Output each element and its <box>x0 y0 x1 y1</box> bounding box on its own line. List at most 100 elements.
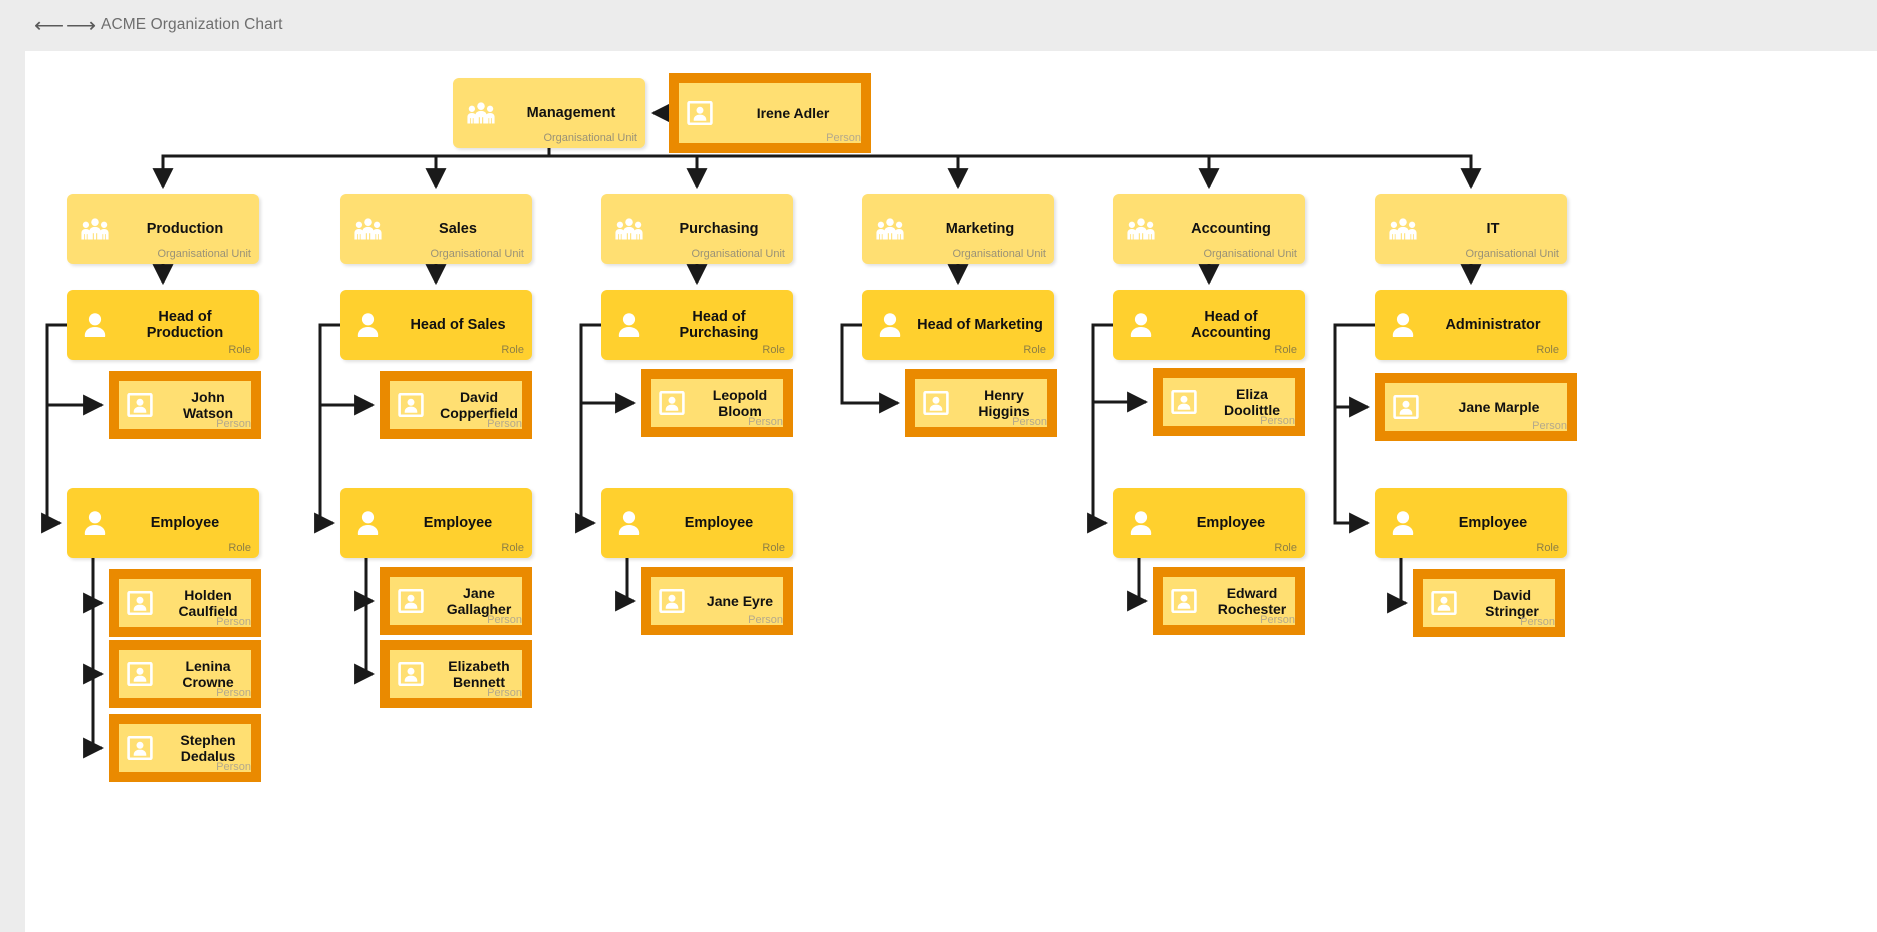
node-card <box>669 73 871 153</box>
node-label: Employee <box>150 515 220 531</box>
person-icon <box>1389 312 1417 338</box>
person-photo-icon <box>127 662 153 686</box>
node-kind-label: Person <box>1260 415 1295 427</box>
node-kind-label: Person <box>216 616 251 628</box>
node-label: Henry Higgins <box>978 387 1030 419</box>
node-label: Holden Caulfield <box>178 587 238 619</box>
node-label: Irene Adler <box>756 105 830 121</box>
node-kind-label: Organisational Unit <box>543 132 637 144</box>
person-icon <box>81 312 109 338</box>
node-card <box>641 369 793 437</box>
node-card <box>641 567 793 635</box>
node-label: Head of Marketing <box>917 317 1043 333</box>
node-label: Production <box>146 221 224 237</box>
node-card <box>109 640 261 708</box>
person-photo-icon <box>1171 589 1197 613</box>
node-card <box>67 290 259 360</box>
node-kind-label: Role <box>1536 542 1559 554</box>
node-kind-label: Role <box>1023 344 1046 356</box>
node-label: Leopold Bloom <box>712 387 768 419</box>
node-label: David Stringer <box>1485 587 1539 619</box>
node-label: Employee <box>423 515 493 531</box>
person-icon <box>876 312 904 338</box>
node-card <box>340 290 532 360</box>
node-label: Lenina Crowne <box>182 658 234 690</box>
person-icon <box>354 510 382 536</box>
node-label: Head of Sales <box>410 317 506 333</box>
node-label: Stephen Dedalus <box>180 732 236 764</box>
node-kind-label: Person <box>1012 416 1047 428</box>
group-icon <box>354 216 382 242</box>
node-card <box>601 488 793 558</box>
person-photo-icon <box>398 393 424 417</box>
node-label: Employee <box>684 515 754 531</box>
node-kind-label: Organisational Unit <box>1203 248 1297 260</box>
node-kind-label: Organisational Unit <box>157 248 251 260</box>
group-icon <box>876 216 904 242</box>
arrow-right-icon[interactable]: ⟶ <box>66 14 97 37</box>
node-card <box>1113 488 1305 558</box>
node-card <box>340 488 532 558</box>
person-icon <box>615 510 643 536</box>
arrow-left-icon[interactable]: ⟵ <box>34 14 65 37</box>
group-icon <box>615 216 643 242</box>
person-photo-icon <box>398 589 424 613</box>
node-label: Head of Purchasing <box>679 309 759 341</box>
node-kind-label: Person <box>748 614 783 626</box>
node-card <box>905 369 1057 437</box>
node-kind-label: Role <box>762 344 785 356</box>
group-icon <box>1127 216 1155 242</box>
person-photo-icon <box>1171 390 1197 414</box>
node-kind-label: Organisational Unit <box>430 248 524 260</box>
node-label: Jane Marple <box>1458 399 1540 415</box>
node-kind-label: Person <box>1260 614 1295 626</box>
node-kind-label: Role <box>1274 344 1297 356</box>
node-card <box>1153 567 1305 635</box>
node-kind-label: Organisational Unit <box>952 248 1046 260</box>
node-kind-label: Organisational Unit <box>1465 248 1559 260</box>
person-icon <box>1127 510 1155 536</box>
person-photo-icon <box>659 589 685 613</box>
node-kind-label: Role <box>501 542 524 554</box>
node-card <box>67 488 259 558</box>
node-card <box>109 371 261 439</box>
person-icon <box>81 510 109 536</box>
node-label: Employee <box>1196 515 1266 531</box>
person-photo-icon <box>127 736 153 760</box>
node-kind-label: Organisational Unit <box>691 248 785 260</box>
